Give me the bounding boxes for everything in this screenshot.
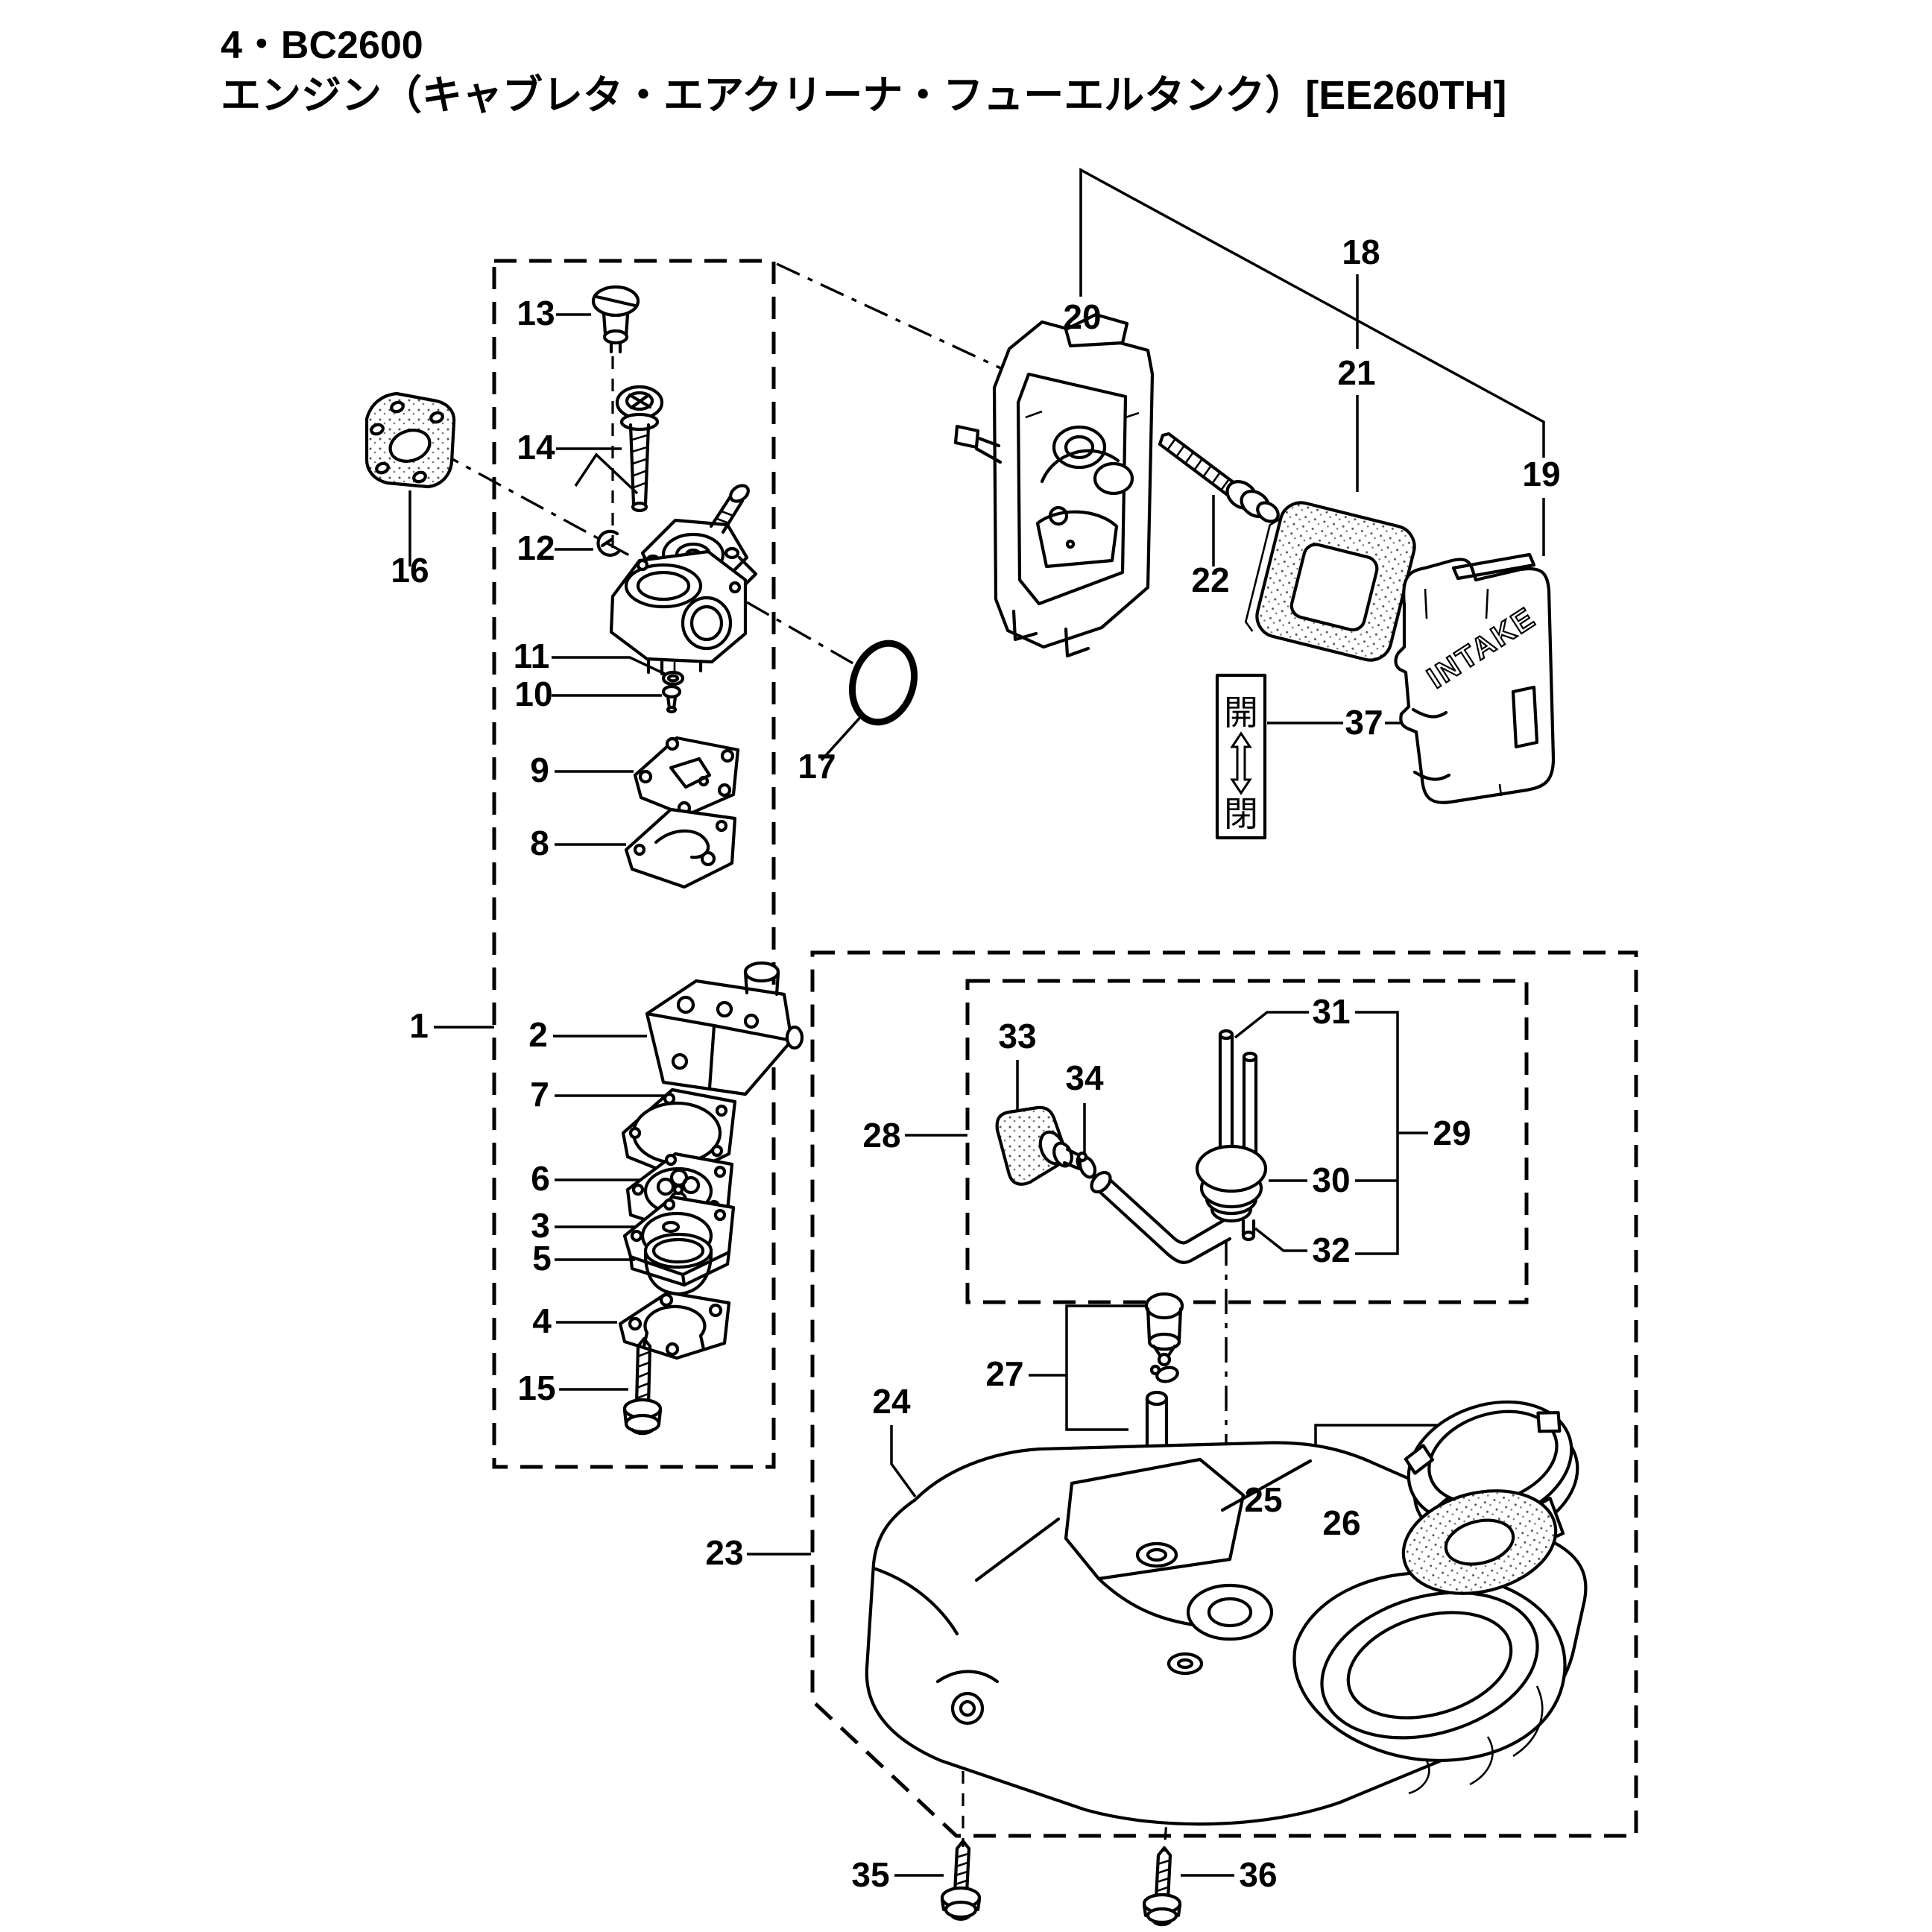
part-label-33: 33 xyxy=(998,1017,1036,1055)
part-label-22: 22 xyxy=(1191,561,1229,599)
part-label-19: 19 xyxy=(1522,455,1560,493)
part-label-20: 20 xyxy=(1063,297,1101,336)
part-label-4: 4 xyxy=(532,1301,552,1340)
part-label-29: 29 xyxy=(1433,1114,1471,1152)
cap-gasket-26 xyxy=(1401,1489,1558,1595)
washer-11 xyxy=(661,670,685,686)
primer-cup-5 xyxy=(643,1232,713,1296)
carburetor-body xyxy=(609,549,748,676)
part-label-12: 12 xyxy=(517,528,555,567)
carburetor-group-box xyxy=(492,259,776,1469)
open-close-arrow-icon xyxy=(1230,731,1252,795)
part-label-7: 7 xyxy=(530,1075,549,1114)
part-label-1: 1 xyxy=(409,1006,429,1045)
part-label-30: 30 xyxy=(1312,1161,1350,1199)
title-line-2: エンジン（キャブレタ・エアクリーナ・フューエルタンク）[EE260TH] xyxy=(221,72,1506,118)
title-line-1: 4・BC2600 xyxy=(221,24,423,67)
part-label-32: 32 xyxy=(1312,1231,1350,1269)
part-label-8: 8 xyxy=(530,824,549,862)
page-title: 4・BC2600 エンジン（キャブレタ・エアクリーナ・フューエルタンク）[EE2… xyxy=(221,24,1506,118)
clip-34 xyxy=(1076,1151,1097,1179)
part-label-25: 25 xyxy=(1244,1480,1282,1519)
part-label-21: 21 xyxy=(1337,353,1375,392)
part-label-5: 5 xyxy=(532,1239,552,1278)
part-label-13: 13 xyxy=(517,294,555,332)
choke-close-text: 閉 xyxy=(1224,795,1258,833)
pump-plate-9 xyxy=(633,736,740,818)
part-label-27: 27 xyxy=(985,1354,1023,1393)
part-label-9: 9 xyxy=(530,751,549,789)
valve-10 xyxy=(661,684,682,714)
screw-15 xyxy=(622,1336,663,1436)
part-label-35: 35 xyxy=(851,1855,889,1894)
part-label-11: 11 xyxy=(514,637,550,675)
leader-lines xyxy=(408,168,1545,1877)
part-label-23: 23 xyxy=(705,1533,743,1572)
screw-14 xyxy=(615,385,664,513)
part-label-2: 2 xyxy=(528,1015,548,1054)
part-label-31: 31 xyxy=(1312,992,1350,1031)
intake-gasket-16 xyxy=(364,391,456,489)
o-ring-17 xyxy=(848,640,918,726)
part-label-15: 15 xyxy=(517,1368,555,1407)
clip-12 xyxy=(596,529,621,557)
part-label-24: 24 xyxy=(872,1382,911,1421)
part-label-16: 16 xyxy=(391,551,429,590)
part-label-14: 14 xyxy=(517,428,555,467)
air-filter-element-21 xyxy=(1244,501,1416,662)
fuel-tank-group-box xyxy=(810,950,1638,1838)
screw-35 xyxy=(940,1839,982,1921)
air-cleaner-base-20 xyxy=(953,312,1155,658)
part-label-3: 3 xyxy=(531,1206,550,1245)
part-label-28: 28 xyxy=(862,1116,900,1155)
screw-36 xyxy=(1142,1846,1182,1927)
part-label-26: 26 xyxy=(1322,1503,1360,1542)
air-cleaner-cover-19: INTAKE xyxy=(1394,552,1556,804)
screw-22 xyxy=(1158,432,1280,523)
part-label-10: 10 xyxy=(514,675,552,713)
carburetor-center-body-2 xyxy=(645,961,804,1096)
part-label-34: 34 xyxy=(1065,1058,1104,1097)
part-label-36: 36 xyxy=(1239,1855,1277,1894)
part-label-18: 18 xyxy=(1342,233,1380,271)
screw-13 xyxy=(591,285,640,354)
part-number-labels: 1 2 3 4 5 6 7 8 9 10 11 12 13 14 15 16 1… xyxy=(391,233,1560,1894)
fuel-filter-33 xyxy=(995,1105,1089,1186)
choke-open-text: 開 xyxy=(1224,693,1258,732)
part-label-6: 6 xyxy=(531,1159,550,1198)
part-label-37: 37 xyxy=(1345,703,1383,742)
pump-gasket-8 xyxy=(624,807,737,889)
pickup-tube-assembly-29 xyxy=(1090,1029,1268,1264)
fuel-pickup-group-box xyxy=(965,979,1529,1304)
part-label-17: 17 xyxy=(798,747,836,786)
choke-indicator-37: 開 閉 xyxy=(1215,673,1267,840)
